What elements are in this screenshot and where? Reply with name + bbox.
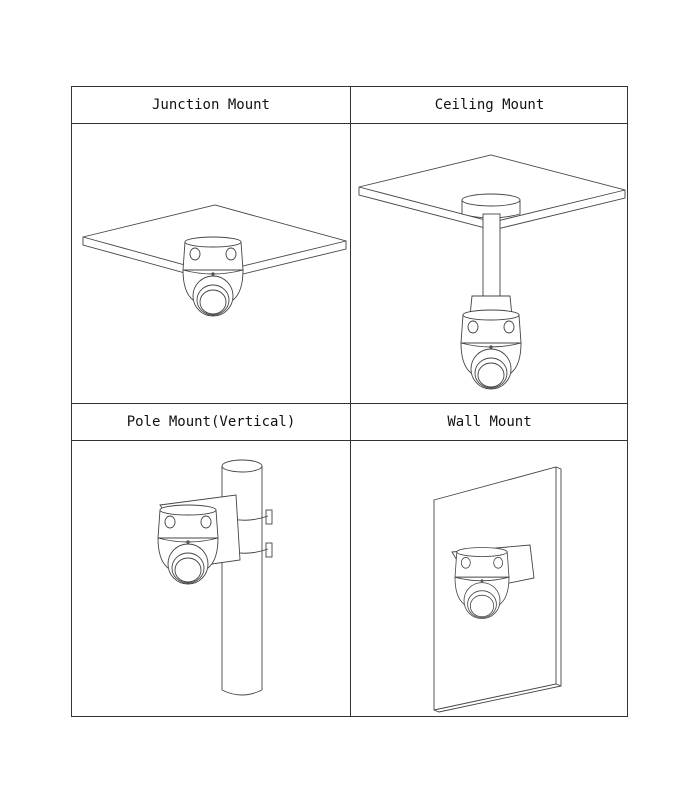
wall-mount-header: Wall Mount (351, 404, 628, 441)
wall-mount-illustration (433, 466, 562, 713)
ceiling-mount-illustration (358, 154, 626, 390)
junction-mount-header: Junction Mount (72, 87, 350, 124)
pole-mount-illustration (157, 459, 273, 696)
ceiling-mount-header: Ceiling Mount (351, 87, 628, 124)
mount-table: Junction Mount Ceiling Mount Pole Mount(… (71, 86, 628, 717)
column-divider (350, 87, 351, 716)
row-divider (72, 403, 627, 404)
junction-mount-illustration (82, 204, 347, 317)
pole-mount-header: Pole Mount(Vertical) (72, 404, 350, 441)
